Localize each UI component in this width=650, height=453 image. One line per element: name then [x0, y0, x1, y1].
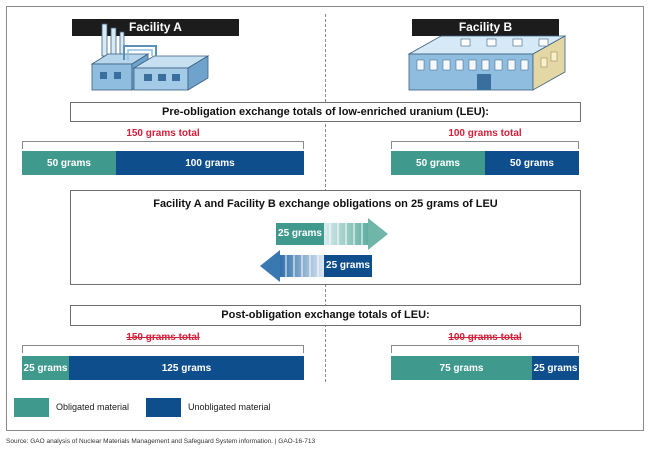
facility-a-pre-total: 150 grams total: [126, 128, 200, 139]
facility-a-pre-unobligated-segment: 100 grams: [116, 151, 304, 175]
facility-b-post-total: 100 grams total: [448, 332, 522, 343]
facility-b-header: Facility B: [412, 19, 559, 36]
legend-obligated-label: Obligated material: [56, 402, 130, 412]
facility-a-post-bar: 25 grams 125 grams: [22, 356, 304, 380]
facility-a-pre-obligated-segment: 50 grams: [22, 151, 116, 175]
facility-b-post-unobligated-segment: 25 grams: [532, 356, 579, 380]
exchange-caption: Facility A and Facility B exchange oblig…: [153, 198, 498, 210]
legend-obligated-swatch: [14, 398, 49, 417]
exchange-a-to-b-label: 25 grams: [278, 228, 322, 239]
facility-b-pre-total: 100 grams total: [448, 128, 522, 139]
exchange-arrow-left: [260, 250, 372, 282]
warehouse-icon: [407, 35, 567, 91]
facility-b-post-obligated-segment: 75 grams: [391, 356, 532, 380]
facility-a-post-obligated-segment: 25 grams: [22, 356, 69, 380]
pre-obligation-caption: Pre-obligation exchange totals of low-en…: [70, 102, 581, 122]
facility-b-pre-bar: 50 grams 50 grams: [391, 151, 579, 175]
source-note: Source: GAO analysis of Nuclear Material…: [6, 438, 316, 445]
facility-a-pre-bracket: [22, 141, 304, 149]
legend-unobligated-label: Unobligated material: [188, 402, 271, 412]
facility-b-post-bracket: [391, 345, 579, 353]
facility-a-post-total: 150 grams total: [126, 332, 200, 343]
post-obligation-caption: Post-obligation exchange totals of LEU:: [70, 305, 581, 326]
exchange-arrow-right: [276, 218, 388, 250]
facility-b-pre-bracket: [391, 141, 579, 149]
legend-unobligated-swatch: [146, 398, 181, 417]
facility-b-pre-unobligated-segment: 50 grams: [485, 151, 579, 175]
facility-a-post-bracket: [22, 345, 304, 353]
facility-b-pre-obligated-segment: 50 grams: [391, 151, 485, 175]
facility-b-post-bar: 75 grams 25 grams: [391, 356, 579, 380]
facility-a-post-unobligated-segment: 125 grams: [69, 356, 304, 380]
factory-icon: [90, 23, 210, 91]
facility-a-pre-bar: 50 grams 100 grams: [22, 151, 304, 175]
exchange-b-to-a-label: 25 grams: [326, 260, 370, 271]
